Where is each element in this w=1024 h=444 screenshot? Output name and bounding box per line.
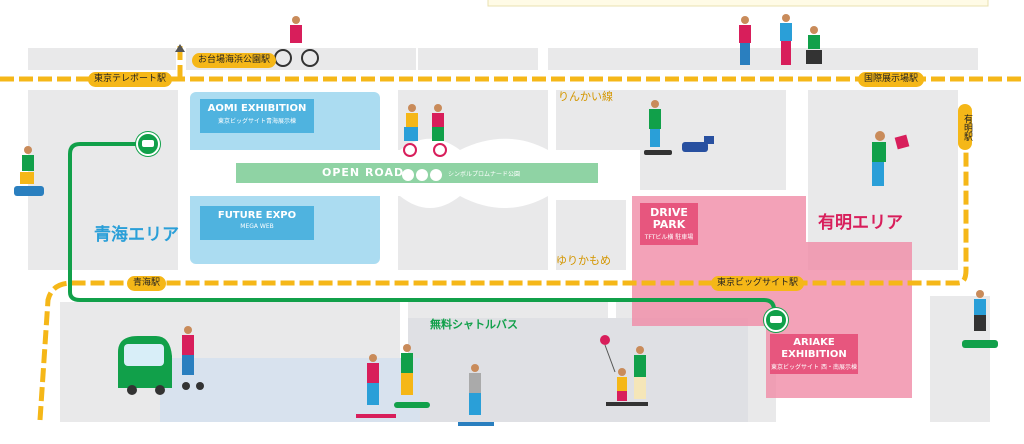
bus-icon bbox=[764, 308, 788, 332]
robot-dog-icon bbox=[644, 100, 714, 155]
venue-ariake-exhibition[interactable]: ARIAKE EXHIBITION 東京ビッグサイト 西・南展示棟 bbox=[770, 334, 858, 374]
arrow-up-icon bbox=[175, 44, 185, 52]
info-panel-edge bbox=[487, 0, 989, 7]
person-icon bbox=[14, 146, 44, 196]
accessibility-icon bbox=[402, 169, 414, 181]
venue-drive-park-sub: TFTビル横 駐車場 bbox=[644, 234, 694, 241]
scooter-icon bbox=[430, 169, 442, 181]
venue-future-expo-title: FUTURE EXPO bbox=[217, 210, 297, 221]
venue-open-road-icons bbox=[402, 166, 442, 185]
shuttle-bus-route bbox=[68, 142, 776, 320]
scooter-kids-icon bbox=[403, 104, 447, 157]
plaza-block-2 bbox=[160, 358, 420, 422]
venue-drive-park-title-1: DRIVE bbox=[650, 206, 688, 219]
station-ariake[interactable]: 有明駅 bbox=[958, 104, 972, 150]
venue-open-road-title[interactable]: OPEN ROAD bbox=[322, 166, 405, 179]
people-group-top-icon bbox=[739, 14, 822, 65]
bus-icon bbox=[136, 132, 160, 156]
shuttle-bus-label: 無料シャトルバス bbox=[430, 318, 518, 331]
yurikamome-line-label: ゆりかもめ bbox=[556, 254, 611, 267]
autonomous-bus-icon bbox=[118, 326, 204, 395]
bicycle-icon bbox=[274, 16, 319, 67]
plaza-block bbox=[408, 318, 748, 422]
station-aomi[interactable]: 青海駅 bbox=[127, 276, 167, 291]
ariake-area-label: 有明エリア bbox=[818, 213, 903, 233]
venue-ariake-exhibition-title-1: ARIAKE bbox=[793, 337, 835, 348]
people-bottom-icon bbox=[356, 344, 494, 426]
person-icon bbox=[416, 169, 428, 181]
balloon-icon bbox=[600, 335, 648, 406]
aomi-area-label: 青海エリア bbox=[94, 225, 179, 245]
runner-icon bbox=[872, 131, 910, 186]
venue-drive-park-title-2: PARK bbox=[652, 218, 686, 231]
venue-open-road-sub: シンボルプロムナード公園 bbox=[448, 171, 521, 178]
station-kokusai-tenjijo[interactable]: 国際展示場駅 bbox=[858, 72, 925, 87]
venue-aomi-exhibition-sub: 東京ビッグサイト青海展示棟 bbox=[217, 118, 296, 125]
venue-drive-park[interactable]: DRIVE PARK TFTビル横 駐車場 bbox=[640, 203, 698, 245]
venue-future-expo-sub: MEGA WEB bbox=[240, 223, 274, 230]
venue-aomi-exhibition-title: AOMI EXHIBITION bbox=[207, 103, 307, 114]
venue-ariake-exhibition-title-2: EXHIBITION bbox=[781, 349, 847, 360]
station-odaiba-kaihin[interactable]: お台場海浜公園駅 bbox=[192, 53, 277, 68]
venue-ariake-exhibition-sub: 東京ビッグサイト 西・南展示棟 bbox=[771, 364, 857, 371]
rinkai-line-label: りんかい線 bbox=[558, 90, 613, 103]
wheelchair-icon bbox=[962, 290, 998, 348]
station-tokyo-big-sight[interactable]: 東京ビッグサイト駅 bbox=[711, 276, 805, 291]
venue-aomi-exhibition[interactable]: AOMI EXHIBITION 東京ビッグサイト青海展示棟 bbox=[200, 99, 314, 133]
station-tokyo-teleport[interactable]: 東京テレポート駅 bbox=[88, 72, 173, 87]
venue-future-expo[interactable]: FUTURE EXPO MEGA WEB bbox=[200, 206, 314, 240]
yurikamome-line bbox=[37, 120, 969, 421]
